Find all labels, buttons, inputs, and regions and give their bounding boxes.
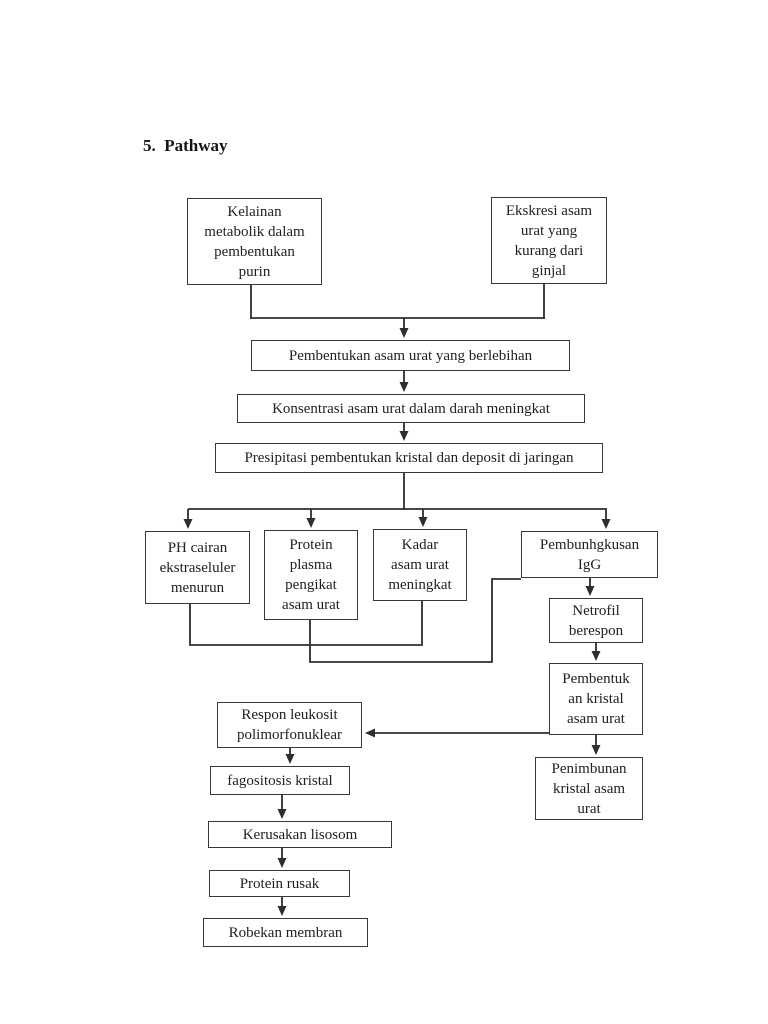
node-pembungkusan-igg: Pembunhgkusan IgG [521, 531, 658, 578]
page-title: 5. Pathway [143, 136, 228, 155]
node-kadar-asam-urat: Kadar asam urat meningkat [373, 529, 467, 601]
node-presipitasi-kristal: Presipitasi pembentukan kristal dan depo… [215, 443, 603, 473]
node-protein-rusak: Protein rusak [209, 870, 350, 897]
node-protein-plasma: Protein plasma pengikat asam urat [264, 530, 358, 620]
node-kelainan-metabolik: Kelainan metabolik dalam pembentukan pur… [187, 198, 322, 285]
node-fagositosis-kristal: fagositosis kristal [210, 766, 350, 795]
node-ph-cairan-menurun: PH cairan ekstraseluler menurun [145, 531, 250, 604]
node-respon-leukosit: Respon leukosit polimorfonuklear [217, 702, 362, 748]
node-ekskresi-asam-urat: Ekskresi asam urat yang kurang dari ginj… [491, 197, 607, 284]
node-kerusakan-lisosom: Kerusakan lisosom [208, 821, 392, 848]
node-robekan-membran: Robekan membran [203, 918, 368, 947]
node-konsentrasi-meningkat: Konsentrasi asam urat dalam darah mening… [237, 394, 585, 423]
node-pembentukan-berlebihan: Pembentukan asam urat yang berlebihan [251, 340, 570, 371]
node-netrofil-berespon: Netrofil berespon [549, 598, 643, 643]
node-pembentukan-kristal: Pembentuk an kristal asam urat [549, 663, 643, 735]
node-penimbunan-kristal: Penimbunan kristal asam urat [535, 757, 643, 820]
